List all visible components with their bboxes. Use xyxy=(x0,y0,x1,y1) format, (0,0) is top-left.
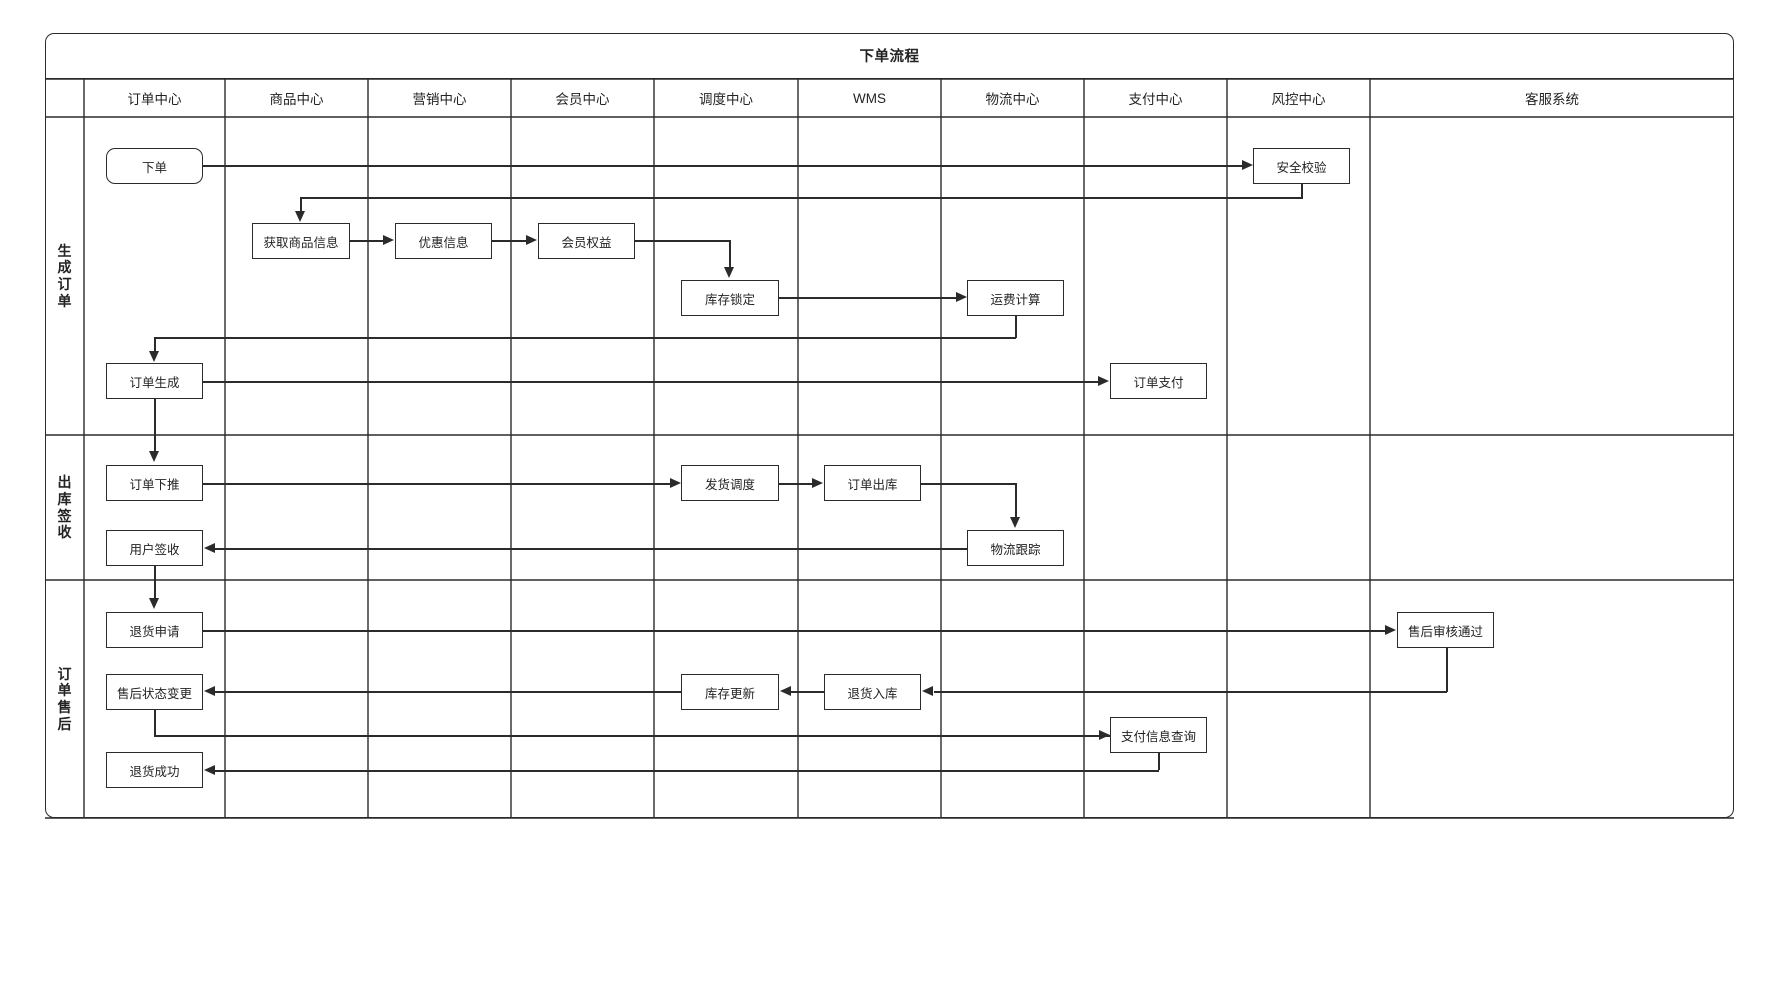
node-payment-query[interactable]: 支付信息查询 xyxy=(1110,717,1207,753)
band-label-order-aftersales: 订 单 售 后 xyxy=(46,580,84,818)
edge-return-request-to-aftersale-approved xyxy=(203,630,1386,632)
edge-down-to-order-created xyxy=(154,337,156,352)
node-fetch-product-info[interactable]: 获取商品信息 xyxy=(252,223,350,259)
band-char: 订 xyxy=(57,665,73,682)
edge-arrowhead xyxy=(1010,517,1020,528)
node-return-inbound[interactable]: 退货入库 xyxy=(824,674,921,710)
band-char: 收 xyxy=(57,524,73,541)
node-order-created[interactable]: 订单生成 xyxy=(106,363,203,399)
edge-down-to-fetch-product xyxy=(300,197,302,212)
edge-place-order-to-security-check xyxy=(203,165,1243,167)
edge-arrowhead xyxy=(670,478,681,488)
edge-arrowhead xyxy=(204,543,215,553)
column-header-product-center: 商品中心 xyxy=(269,92,324,107)
band-label-outbound-receipt: 出 库 签 收 xyxy=(46,435,84,580)
edge-arrowhead xyxy=(956,292,967,302)
node-member-benefit[interactable]: 会员权益 xyxy=(538,223,635,259)
edge-order-created-to-order-payment xyxy=(203,381,1099,383)
edge-security-check-to-fetch-product-info xyxy=(300,197,1303,199)
band-char: 后 xyxy=(57,715,73,732)
edge-arrowhead xyxy=(812,478,823,488)
node-return-request[interactable]: 退货申请 xyxy=(106,612,203,648)
band-label-generate-order: 生 成 订 单 xyxy=(46,117,84,435)
edge-aftersale-approved-to-return-inbound xyxy=(934,691,1447,693)
node-aftersale-status[interactable]: 售后状态变更 xyxy=(106,674,203,710)
edge-return-inbound-to-inventory-update xyxy=(791,691,824,693)
edge-arrowhead xyxy=(724,267,734,278)
edge-arrowhead xyxy=(526,235,537,245)
edge-arrowhead xyxy=(780,686,791,696)
edge-member-benefit-to-inventory-lock xyxy=(635,240,730,242)
edge-arrowhead xyxy=(1242,160,1253,170)
band-char: 生 xyxy=(57,242,73,259)
band-char: 售 xyxy=(57,699,73,715)
column-header-dispatch-center: 调度中心 xyxy=(699,92,753,107)
node-place-order[interactable]: 下单 xyxy=(106,148,203,184)
node-order-payment[interactable]: 订单支付 xyxy=(1110,363,1207,399)
edge-inventory-update-to-aftersale-status xyxy=(215,691,681,693)
band-char: 库 xyxy=(57,490,73,507)
edge-aftersale-status-down xyxy=(154,710,156,735)
node-logistics-track[interactable]: 物流跟踪 xyxy=(967,530,1064,566)
edge-arrowhead xyxy=(1385,625,1396,635)
column-header-member-center: 会员中心 xyxy=(555,92,610,107)
diagram-title: 下单流程 xyxy=(45,33,1734,79)
edge-arrowhead xyxy=(204,686,215,696)
edge-payment-query-out xyxy=(1158,753,1160,770)
edge-order-outbound-to-logistics-track xyxy=(921,483,1015,485)
edge-ship-dispatch-to-order-outbound xyxy=(779,483,813,485)
edge-aftersale-status-to-payment-query xyxy=(154,735,1110,737)
node-order-pushdown[interactable]: 订单下推 xyxy=(106,465,203,501)
node-inventory-update[interactable]: 库存更新 xyxy=(681,674,779,710)
node-return-success[interactable]: 退货成功 xyxy=(106,752,203,788)
band-char: 单 xyxy=(57,682,73,699)
edge-arrowhead xyxy=(922,686,933,696)
edge-arrowhead xyxy=(149,598,159,609)
edge-inventory-lock-to-freight-calc xyxy=(779,297,957,299)
edge-fetch-product-to-promotion xyxy=(350,240,384,242)
edge-promotion-to-member-benefit xyxy=(492,240,527,242)
node-user-receipt[interactable]: 用户签收 xyxy=(106,530,203,566)
node-promotion-info[interactable]: 优惠信息 xyxy=(395,223,492,259)
band-char: 单 xyxy=(57,292,73,309)
edge-freight-calc-to-order-created xyxy=(154,337,1016,339)
column-header-logistics-center: 物流中心 xyxy=(985,92,1040,107)
edge-user-receipt-to-return-request xyxy=(154,566,156,599)
node-security-check[interactable]: 安全校验 xyxy=(1253,148,1350,184)
edge-order-pushdown-to-ship-dispatch xyxy=(203,483,671,485)
band-char: 成 xyxy=(57,259,73,276)
node-order-outbound[interactable]: 订单出库 xyxy=(824,465,921,501)
edge-arrowhead xyxy=(383,235,394,245)
column-header-order-center: 订单中心 xyxy=(127,92,182,107)
edge-security-check-out xyxy=(1301,184,1303,198)
node-aftersale-approved[interactable]: 售后审核通过 xyxy=(1397,612,1494,648)
edge-arrowhead xyxy=(1099,730,1110,740)
edge-logistics-track-to-user-receipt xyxy=(215,548,967,550)
column-header-customer-service: 客服系统 xyxy=(1525,92,1579,107)
band-char: 订 xyxy=(57,276,73,292)
column-header-payment-center: 支付中心 xyxy=(1128,92,1183,107)
edge-arrowhead xyxy=(149,351,159,362)
node-inventory-lock[interactable]: 库存锁定 xyxy=(681,280,779,316)
band-char: 出 xyxy=(57,474,73,491)
edge-down-to-inventory-lock xyxy=(729,240,731,268)
edge-order-created-to-order-pushdown xyxy=(154,399,156,452)
edge-arrowhead xyxy=(204,765,215,775)
edge-arrowhead xyxy=(295,211,305,222)
edge-down-to-logistics-track xyxy=(1015,483,1017,518)
column-header-wms: WMS xyxy=(853,90,886,106)
band-char: 签 xyxy=(57,507,73,524)
edge-freight-calc-out xyxy=(1015,316,1017,338)
edge-aftersale-approved-out xyxy=(1446,648,1448,692)
column-header-marketing-center: 营销中心 xyxy=(412,92,467,107)
column-header-riskcontrol-center: 风控中心 xyxy=(1271,92,1326,107)
node-ship-dispatch[interactable]: 发货调度 xyxy=(681,465,779,501)
edge-arrowhead xyxy=(1098,376,1109,386)
edge-payment-query-to-return-success xyxy=(215,770,1159,772)
node-freight-calc[interactable]: 运费计算 xyxy=(967,280,1064,316)
edge-arrowhead xyxy=(149,451,159,462)
